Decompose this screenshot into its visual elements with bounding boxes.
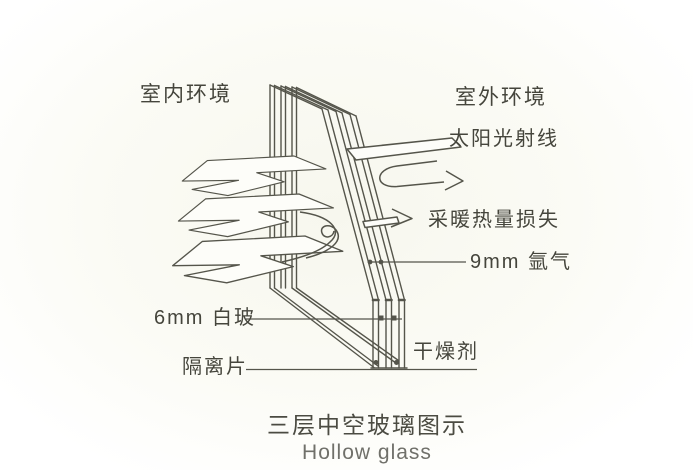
indoor-heat-arrows bbox=[172, 155, 344, 284]
desiccant-dots bbox=[373, 360, 399, 365]
label-clear-glass: 6mm 白玻 bbox=[154, 307, 256, 329]
spacer-marks bbox=[378, 315, 397, 321]
leader-lines bbox=[246, 261, 477, 371]
label-heat-loss: 采暖热量损失 bbox=[428, 209, 560, 231]
solar-ray-arrow bbox=[346, 137, 462, 161]
pane-left-edges bbox=[269, 84, 298, 289]
glass-unit bbox=[269, 84, 408, 369]
pane-slant-faces bbox=[321, 108, 406, 301]
heat-wave-curve bbox=[281, 211, 337, 263]
heat-curl-hook bbox=[305, 225, 339, 259]
outdoor-arrows bbox=[346, 137, 464, 229]
bottom-frame-diagonals bbox=[269, 287, 400, 369]
caption-chinese: 三层中空玻璃图示 bbox=[267, 412, 467, 438]
caption-english: Hollow glass bbox=[302, 441, 432, 465]
reflection-arrowhead bbox=[444, 170, 464, 191]
label-desiccant: 干燥剂 bbox=[413, 341, 479, 363]
indoor-arrow-bottom bbox=[172, 235, 344, 284]
label-solar-ray: 太阳光射线 bbox=[449, 128, 559, 150]
indoor-arrow-top bbox=[181, 155, 327, 197]
label-argon: 9mm 氩气 bbox=[470, 251, 572, 273]
reflection-u-arrow bbox=[379, 160, 445, 188]
heat-loss-arrowhead bbox=[390, 208, 413, 228]
label-indoor-environment: 室内环境 bbox=[140, 83, 232, 106]
indoor-arrow-middle bbox=[177, 193, 335, 238]
caption: 三层中空玻璃图示 Hollow glass bbox=[232, 412, 502, 465]
pane-top-edges bbox=[269, 84, 357, 117]
label-spacer: 隔离片 bbox=[182, 356, 248, 378]
label-outdoor-environment: 室外环境 bbox=[455, 86, 547, 109]
